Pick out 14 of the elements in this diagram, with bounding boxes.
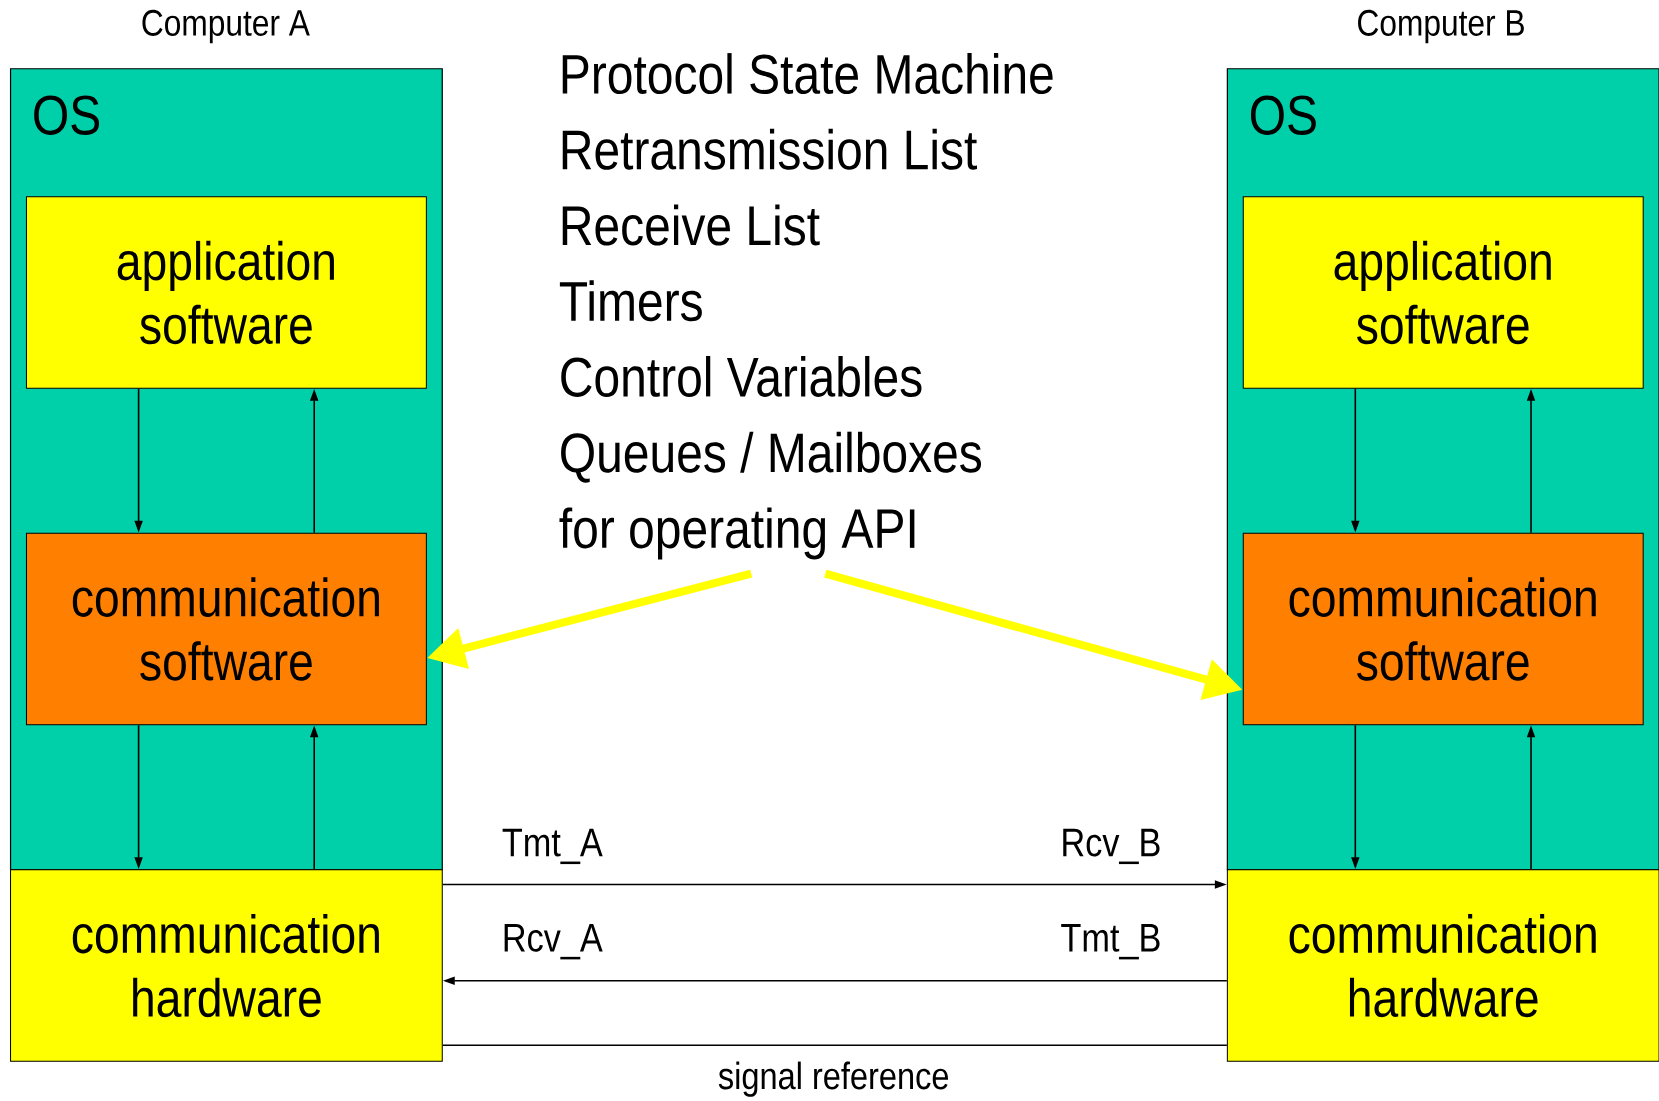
software-box: application software [25,196,427,389]
computer-label: Computer A [142,9,310,44]
signal-name: Rcv_B [1063,828,1160,865]
edge-label: signal reference [716,1060,951,1098]
signal-name: Tmt_A [502,828,603,865]
text-list: Protocol State Machine Retransmission List Receive List Timers Control Variables Queues / Mailboxes for operating API [559,53,1053,560]
signal-name: Tmt_B [1061,924,1160,960]
computer-label: Computer B [1358,9,1524,44]
software-box: application software [1242,196,1644,389]
signal-name: Rcv_A [504,924,603,960]
software-box: communication software [1242,532,1644,726]
hardware-box: communication hardware [10,869,443,1062]
hardware-box: communication hardware [1226,869,1659,1062]
software-box: communication software [25,532,427,726]
